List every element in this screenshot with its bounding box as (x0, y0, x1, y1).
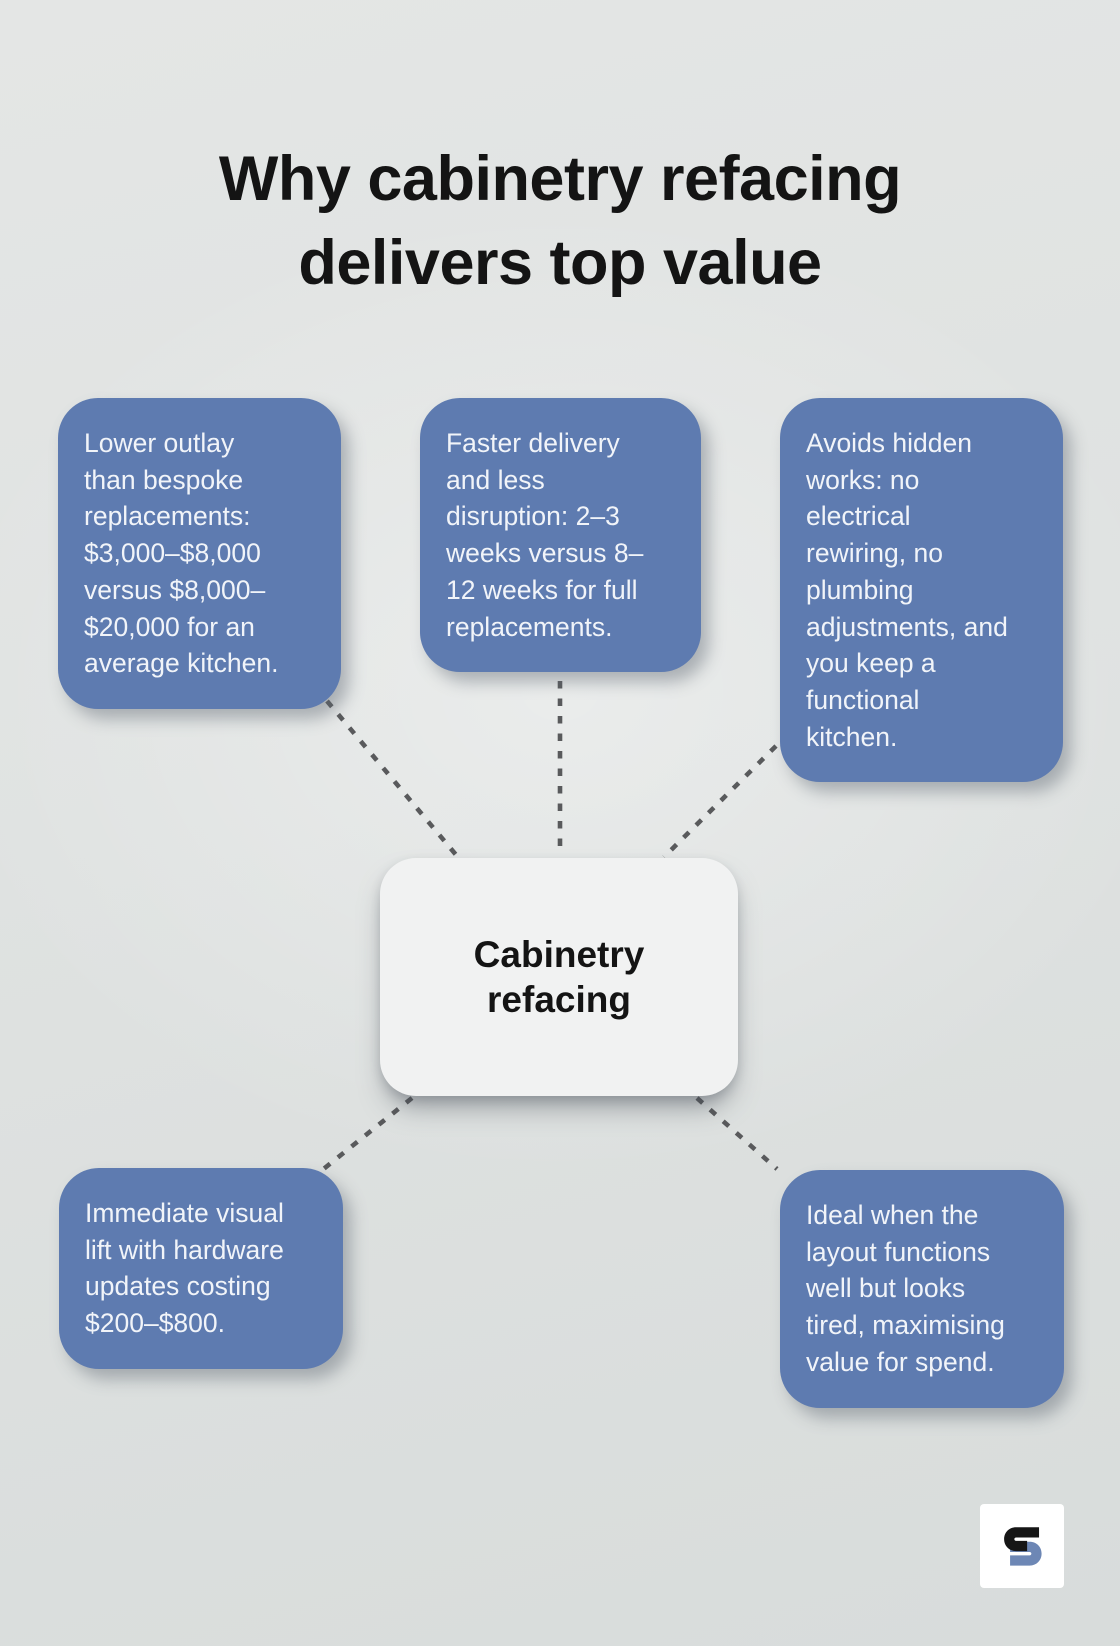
connector-cost-to-center (325, 699, 459, 858)
brand-logo (980, 1504, 1064, 1588)
connector-hidden-to-center (662, 744, 778, 859)
center-node-label: Cabinetry refacing (473, 934, 645, 1020)
center-node: Cabinetry refacing (380, 858, 738, 1096)
node-cost-benefit: Lower outlay than bespoke replacements: … (58, 398, 341, 709)
node-visual-lift: Immediate visual lift with hardware upda… (59, 1168, 343, 1369)
node-avoids-hidden-works: Avoids hidden works: no electrical rewir… (780, 398, 1063, 783)
node-layout-fit: Ideal when the layout functions well but… (780, 1170, 1064, 1408)
connector-center-to-visual (319, 1096, 414, 1173)
connector-center-to-layout (695, 1096, 779, 1171)
page-title: Why cabinetry refacing delivers top valu… (218, 144, 902, 298)
brand-logo-icon (1004, 1527, 1042, 1566)
node-faster-delivery: Faster delivery and less disruption: 2–3… (420, 398, 701, 673)
